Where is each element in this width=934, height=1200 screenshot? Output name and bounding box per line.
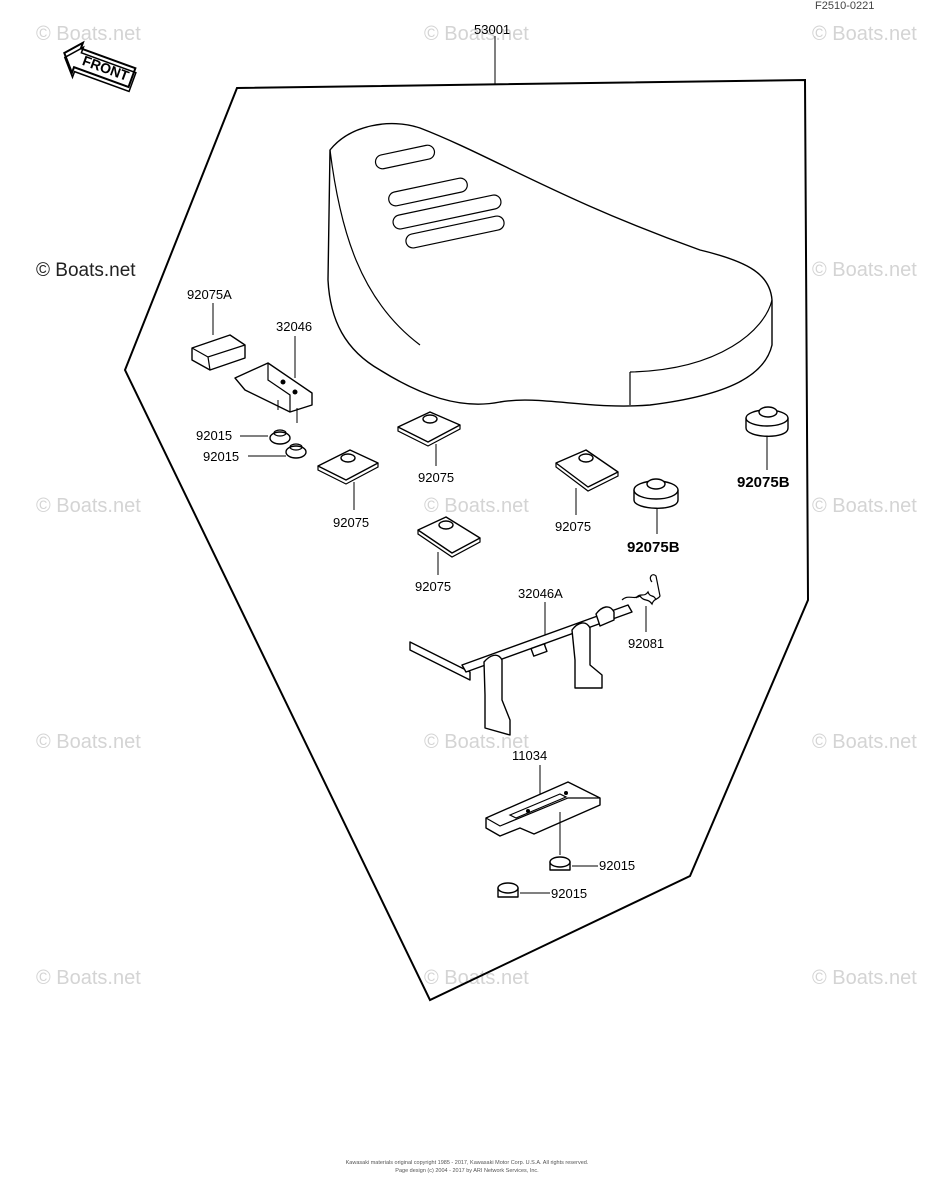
part-cover-a: 92075A	[187, 287, 246, 371]
label-seat: 53001	[474, 22, 510, 37]
watermark: © Boats.net	[36, 495, 141, 517]
copyright-footer: Kawasaki materials original copyright 19…	[346, 1160, 589, 1166]
watermark: © Boats.net	[424, 23, 529, 45]
label-spring: 92081	[628, 636, 664, 651]
label-damper-b-2: 92075B	[627, 539, 680, 556]
label-nut-3: 92015	[599, 858, 635, 873]
label-damper-b-1: 92075B	[737, 474, 790, 491]
watermark: © Boats.net	[812, 495, 917, 517]
label-nut-2: 92015	[203, 449, 239, 464]
part-plate: 11034	[485, 748, 601, 837]
part-nut-2: 92015	[203, 443, 307, 464]
label-damper-2: 92075	[418, 470, 454, 485]
watermark: © Boats.net	[36, 260, 136, 281]
part-damper-3: 92075	[415, 516, 481, 594]
part-nut-1: 92015	[196, 428, 291, 445]
watermark: © Boats.net	[812, 967, 917, 989]
label-damper-3: 92075	[415, 579, 451, 594]
seat: 53001	[327, 22, 773, 407]
part-damper-2: 92075	[397, 411, 461, 485]
label-hook-bracket: 32046A	[518, 586, 563, 601]
assembly-outline	[123, 78, 810, 1002]
part-damper-b-2: 92075B	[627, 478, 680, 556]
watermark: © Boats.net	[424, 731, 529, 753]
part-hook-bracket: 32046A	[409, 586, 633, 736]
part-damper-4: 92075	[555, 449, 619, 534]
label-bracket: 32046	[276, 319, 312, 334]
watermark: © Boats.net	[812, 259, 917, 281]
watermark: © Boats.net	[36, 731, 141, 753]
part-nut-4: 92015	[497, 882, 587, 901]
part-damper-1: 92075	[317, 449, 379, 530]
label-damper-4: 92075	[555, 519, 591, 534]
watermark: © Boats.net	[812, 731, 917, 753]
watermark: © Boats.net	[36, 23, 141, 45]
label-nut-1: 92015	[196, 428, 232, 443]
watermark: © Boats.net	[424, 495, 529, 517]
watermark: © Boats.net	[36, 967, 141, 989]
label-nut-4: 92015	[551, 886, 587, 901]
page-design-footer: Page design (c) 2004 - 2017 by ARI Netwo…	[395, 1168, 539, 1174]
part-bracket: 32046	[234, 319, 313, 423]
label-damper-1: 92075	[333, 515, 369, 530]
label-plate: 11034	[512, 748, 547, 763]
part-spring: 92081	[621, 574, 664, 651]
part-nut-3: 92015	[549, 812, 635, 873]
label-cover-a: 92075A	[187, 287, 232, 302]
watermark: © Boats.net	[812, 23, 917, 45]
figure-code: F2510-0221	[815, 0, 874, 12]
part-damper-b-1: 92075B	[737, 406, 790, 491]
front-arrow: FRONT	[63, 40, 137, 93]
